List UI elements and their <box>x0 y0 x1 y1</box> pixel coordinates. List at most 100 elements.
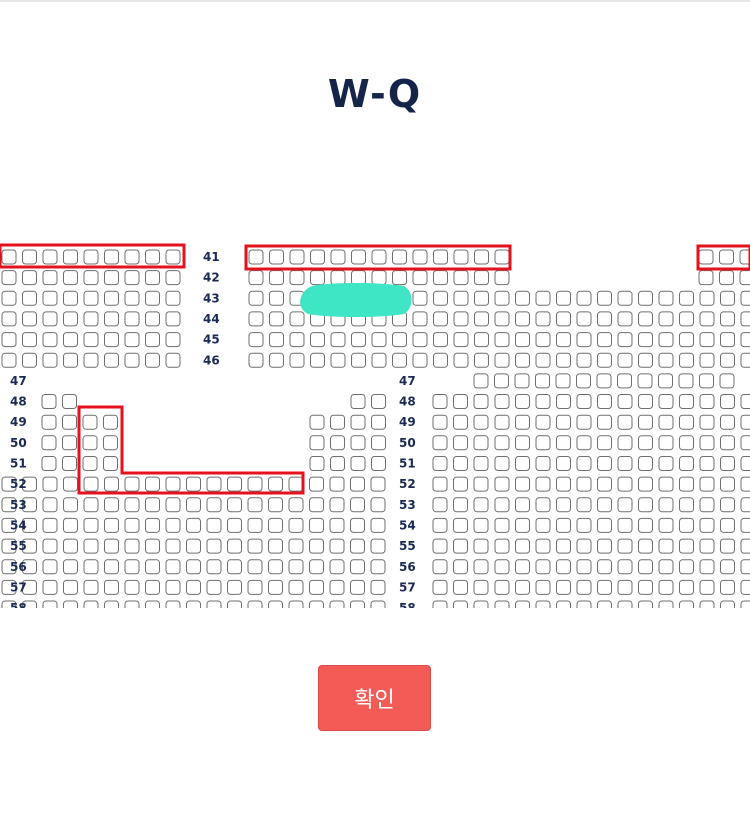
seat-um-r5-13[interactable] <box>515 352 530 368</box>
seat-lr-r17-8[interactable] <box>658 600 674 608</box>
seat-ll-r12-11[interactable] <box>227 497 242 513</box>
seat-ll-r16-1[interactable] <box>22 579 37 595</box>
seat-um-r5-14[interactable] <box>535 352 551 368</box>
seat-ll-r11-5[interactable] <box>104 476 119 492</box>
seat-lr-r6-0[interactable] <box>473 373 489 389</box>
seat-um-r1-4[interactable] <box>330 270 346 286</box>
seat-ll-r11-11[interactable] <box>227 476 242 492</box>
seat-ll-r9-2[interactable] <box>82 435 98 451</box>
seat-ll-r17-17[interactable] <box>350 600 365 608</box>
seat-ll-r13-17[interactable] <box>350 517 365 533</box>
seat-um-r0-7[interactable] <box>392 249 407 265</box>
seat-ll-r17-4[interactable] <box>83 600 99 608</box>
seat-um-r0-11[interactable] <box>474 249 489 265</box>
seat-lr-r11-1[interactable] <box>453 476 468 492</box>
seat-um-r3-13[interactable] <box>515 311 530 327</box>
seat-lr-r9-10[interactable] <box>699 435 715 451</box>
seat-ll-r16-14[interactable] <box>288 579 304 595</box>
seat-lr-r10-1[interactable] <box>515 456 530 471</box>
seat-um-r5-17[interactable] <box>597 352 612 368</box>
seat-lr-r15-4[interactable] <box>576 559 592 575</box>
seat-lr-r6-4[interactable] <box>555 373 571 389</box>
seat-ll-r17-10[interactable] <box>206 600 222 608</box>
seat-lr-r13-1[interactable] <box>453 517 468 533</box>
seat-lr-r15-2[interactable] <box>473 559 489 575</box>
seat-ll-r12-4[interactable] <box>83 497 99 513</box>
seat-ll-r12-10[interactable] <box>206 497 222 513</box>
seat-lr-r8-7[interactable] <box>638 414 653 430</box>
seat-um-r1-2[interactable] <box>289 270 305 286</box>
seat-um-r3-20[interactable] <box>658 311 674 327</box>
seat-ul-r2-6[interactable] <box>124 290 140 306</box>
seat-lr-r10-10[interactable] <box>699 456 715 471</box>
seat-ul-r3-0[interactable] <box>1 311 17 327</box>
seat-lr-r9-3[interactable] <box>556 435 571 451</box>
seat-um-r2-18[interactable] <box>617 290 633 306</box>
seat-ul-r1-4[interactable] <box>83 270 99 286</box>
seat-ll-r15-15[interactable] <box>309 559 324 575</box>
seat-lr-r13-7[interactable] <box>638 517 653 533</box>
seat-ul-r1-2[interactable] <box>42 270 58 286</box>
seat-um-r1-9[interactable] <box>433 270 448 286</box>
seat-um-r1-8[interactable] <box>412 270 428 286</box>
seat-ul-r1-5[interactable] <box>104 270 119 286</box>
seat-lr-r6-9[interactable] <box>658 373 673 389</box>
seat-um-r4-23[interactable] <box>720 332 735 348</box>
seat-lr-r8-9[interactable] <box>679 414 694 430</box>
seat-um-r4-17[interactable] <box>597 332 612 348</box>
seat-ll-r17-1[interactable] <box>22 600 37 608</box>
seat-ul-r0-1[interactable] <box>22 249 37 265</box>
seat-um-r2-12[interactable] <box>494 290 510 306</box>
seat-um-r2-16[interactable] <box>576 290 592 306</box>
seat-lr-r15-10[interactable] <box>699 559 715 575</box>
seat-um-r4-16[interactable] <box>576 332 592 348</box>
seat-lr-r13-1[interactable] <box>515 517 530 533</box>
seat-ul-r0-8[interactable] <box>165 249 181 265</box>
seat-ll-r14-18[interactable] <box>370 538 386 554</box>
seat-um-r5-16[interactable] <box>576 352 592 368</box>
seat-ll-r16-15[interactable] <box>309 579 324 595</box>
seat-ll-r15-12[interactable] <box>247 559 263 575</box>
seat-ul-r2-7[interactable] <box>145 290 160 306</box>
seat-lr-r9-9[interactable] <box>679 435 694 451</box>
seat-lr-r7-5[interactable] <box>597 394 612 409</box>
seat-lr-r10-6[interactable] <box>617 456 633 471</box>
seat-lr-r10-0[interactable] <box>494 456 510 471</box>
seat-lr-r9-1[interactable] <box>453 435 468 451</box>
seat-ll-r11-17[interactable] <box>350 476 365 492</box>
seat-um-r2-0[interactable] <box>248 290 264 306</box>
seat-um-r0-8[interactable] <box>412 249 428 265</box>
seat-lr-r6-10[interactable] <box>678 373 694 389</box>
seat-um-r4-18[interactable] <box>617 332 633 348</box>
seat-lr-r15-0[interactable] <box>432 559 448 575</box>
seat-um-r4-7[interactable] <box>392 332 407 348</box>
seat-um-r2-21[interactable] <box>679 290 694 306</box>
seat-ll-r11-0[interactable] <box>1 476 17 492</box>
seat-ll-r10-0[interactable] <box>309 456 325 471</box>
seat-lr-r7-4[interactable] <box>576 394 592 409</box>
seat-um-r4-10[interactable] <box>453 332 469 348</box>
seat-lr-r7-6[interactable] <box>617 394 633 409</box>
seat-um-r2-14[interactable] <box>535 290 551 306</box>
seat-lr-r17-2[interactable] <box>535 600 551 608</box>
seat-ll-r8-1[interactable] <box>330 414 345 430</box>
seat-ur-r0-2[interactable] <box>739 249 750 265</box>
seat-lr-r6-11[interactable] <box>699 373 714 389</box>
seat-ll-r17-3[interactable] <box>63 600 78 608</box>
seat-ur-r0-0[interactable] <box>698 249 714 265</box>
seat-ll-r14-0[interactable] <box>1 538 17 554</box>
seat-ll-r14-8[interactable] <box>165 538 181 554</box>
seat-um-r4-21[interactable] <box>679 332 694 348</box>
seat-ll-r15-11[interactable] <box>227 559 242 575</box>
seat-ul-r3-5[interactable] <box>104 311 119 327</box>
seat-lr-r12-2[interactable] <box>535 497 551 513</box>
seat-ll-r10-0[interactable] <box>41 456 57 471</box>
seat-um-r5-18[interactable] <box>617 352 633 368</box>
seat-ul-r5-3[interactable] <box>63 352 78 368</box>
seat-lr-r13-3[interactable] <box>556 517 571 533</box>
seat-lr-r12-7[interactable] <box>638 497 653 513</box>
seat-ul-r5-0[interactable] <box>1 352 17 368</box>
seat-lr-r12-10[interactable] <box>699 497 715 513</box>
seat-ll-r15-0[interactable] <box>1 559 17 575</box>
seat-ul-r1-0[interactable] <box>1 270 17 286</box>
